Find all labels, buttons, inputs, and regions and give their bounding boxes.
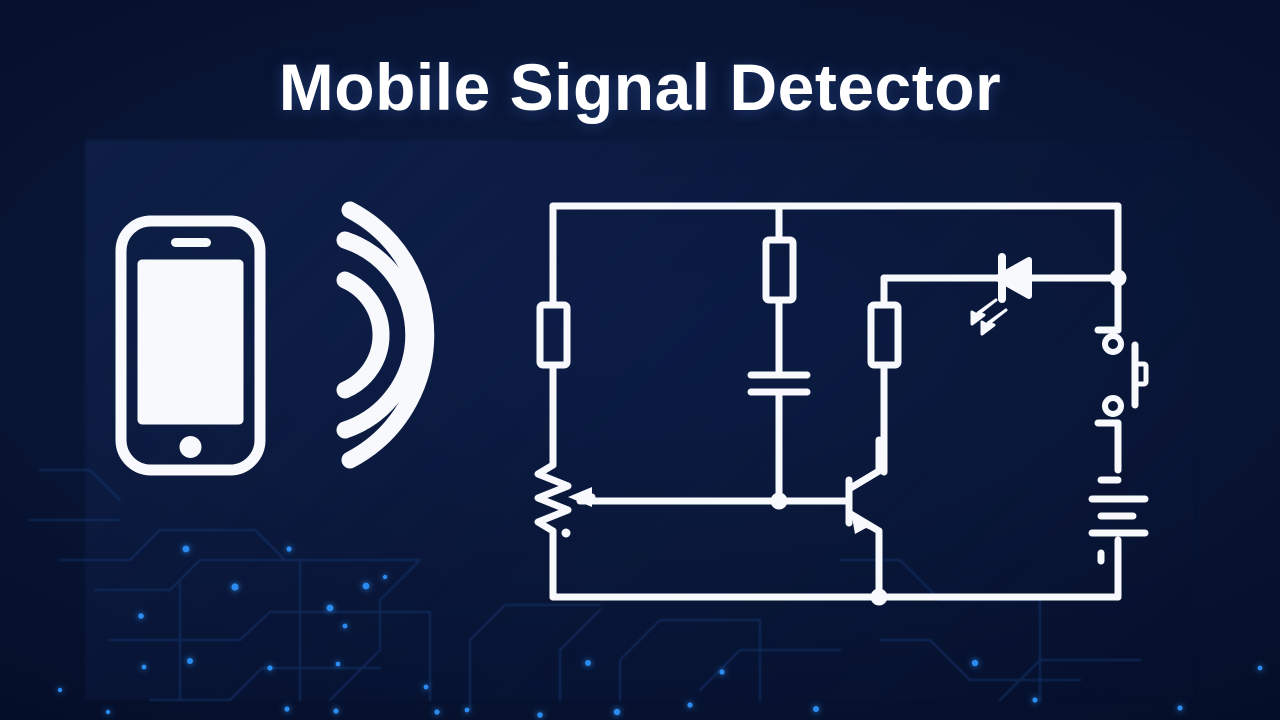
resistor-base (867, 301, 902, 369)
circuit-schematic (534, 202, 1149, 601)
potentiometer-dot (561, 528, 571, 538)
switch-terminal-top (1102, 333, 1124, 355)
mobile-phone-icon (115, 215, 266, 476)
switch-actuator (1131, 341, 1149, 409)
npn-transistor (845, 436, 883, 601)
battery (1088, 476, 1149, 565)
signal-waves-icon (336, 201, 435, 469)
background-panel (85, 140, 1195, 700)
resistor-coupling (762, 236, 797, 304)
junction-nodes (770, 269, 1127, 606)
transistor-emitter-arrow (852, 517, 881, 534)
resistor-antenna (536, 301, 571, 369)
page-title: Mobile Signal Detector (278, 50, 1002, 124)
switch-terminal-bottom (1102, 395, 1124, 417)
potentiometer-wiper-arrow (568, 487, 592, 507)
potentiometer (534, 461, 572, 535)
led-emission-arrows (970, 298, 1008, 336)
led-triangle (994, 257, 1032, 299)
